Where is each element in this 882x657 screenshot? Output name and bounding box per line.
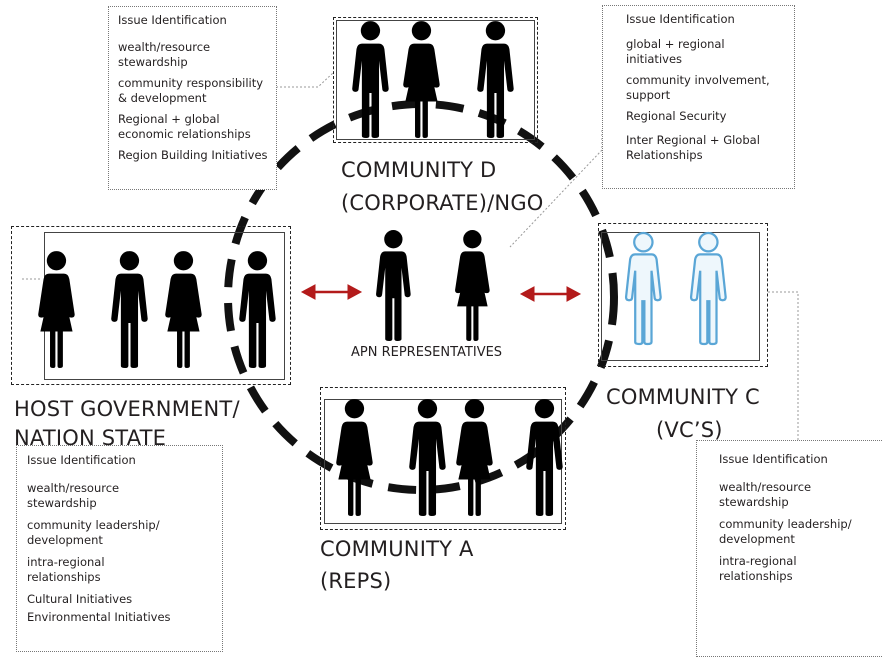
community-c-frame (598, 223, 768, 367)
note-community-c-top: Issue Identification global + regional i… (602, 5, 795, 189)
note-item: community involvement, support (626, 73, 770, 102)
note-heading: Issue Identification (626, 12, 735, 26)
note-item: intra-regional relationships (27, 555, 105, 584)
note-community-c-bottom: Issue Identification wealth/resource ste… (696, 440, 882, 657)
host-government-person-icon (239, 251, 276, 368)
community-d-label-line2: (CORPORATE)/NGO (341, 191, 544, 215)
note-host-government: Issue Identification wealth/resource ste… (16, 445, 223, 652)
host-government-label-line2: NATION STATE (14, 426, 167, 450)
note-item: Regional + global economic relationships (118, 112, 251, 141)
community-a-person-icon (456, 399, 493, 516)
community-d-frame (333, 17, 538, 143)
note-heading: Issue Identification (118, 13, 227, 27)
community-c-label-line1: COMMUNITY C (606, 385, 760, 409)
host-government-label-line1: HOST GOVERNMENT/ (14, 397, 240, 421)
community-a-person-icon (336, 399, 373, 516)
community-c-person-icon (689, 231, 727, 346)
note-item: wealth/resource stewardship (118, 40, 211, 69)
apn-representatives-label: APN REPRESENTATIVES (351, 345, 503, 360)
note-item: community leadership/ development (719, 517, 852, 546)
community-c-person-icon (624, 231, 662, 346)
note-item: Inter Regional + Global Relationships (626, 133, 760, 162)
host-government-person-icon (38, 251, 75, 368)
note-heading: Issue Identification (719, 452, 828, 466)
community-d-person-icon (352, 21, 389, 138)
apn-representative-icon (376, 230, 411, 341)
arrow-right (519, 286, 582, 302)
note-heading: Issue Identification (27, 453, 136, 467)
community-a-person-icon (526, 399, 563, 516)
note-item: Region Building Initiatives (118, 148, 268, 162)
connector-community-c-bottom (768, 291, 799, 445)
community-circle (224, 100, 618, 494)
community-a-person-icon (409, 399, 446, 516)
note-item: global + regional initiatives (626, 37, 725, 66)
apn-representative-icon (455, 230, 490, 341)
community-d-person-icon (477, 21, 514, 138)
note-item: Environmental Initiatives (27, 610, 171, 624)
community-d-person-icon (403, 21, 440, 138)
community-c-label-line2: (VC’S) (656, 418, 723, 442)
note-item: community responsibility & development (118, 76, 264, 105)
note-item: wealth/resource stewardship (719, 480, 812, 509)
host-government-person-icon (111, 251, 148, 368)
community-d-label-line1: COMMUNITY D (341, 158, 497, 182)
note-item: wealth/resource stewardship (27, 481, 120, 510)
note-item: Cultural Initiatives (27, 592, 133, 606)
note-item: community leadership/ development (27, 518, 160, 547)
note-item: intra-regional relationships (719, 554, 797, 583)
arrow-left (300, 284, 363, 300)
community-a-label-line2: (REPS) (320, 569, 392, 593)
note-item: Regional Security (626, 109, 727, 123)
note-community-d: Issue Identification wealth/resource ste… (108, 6, 277, 190)
community-a-label-line1: COMMUNITY A (320, 537, 474, 561)
host-government-person-icon (165, 251, 202, 368)
connector-community-d (272, 71, 335, 88)
